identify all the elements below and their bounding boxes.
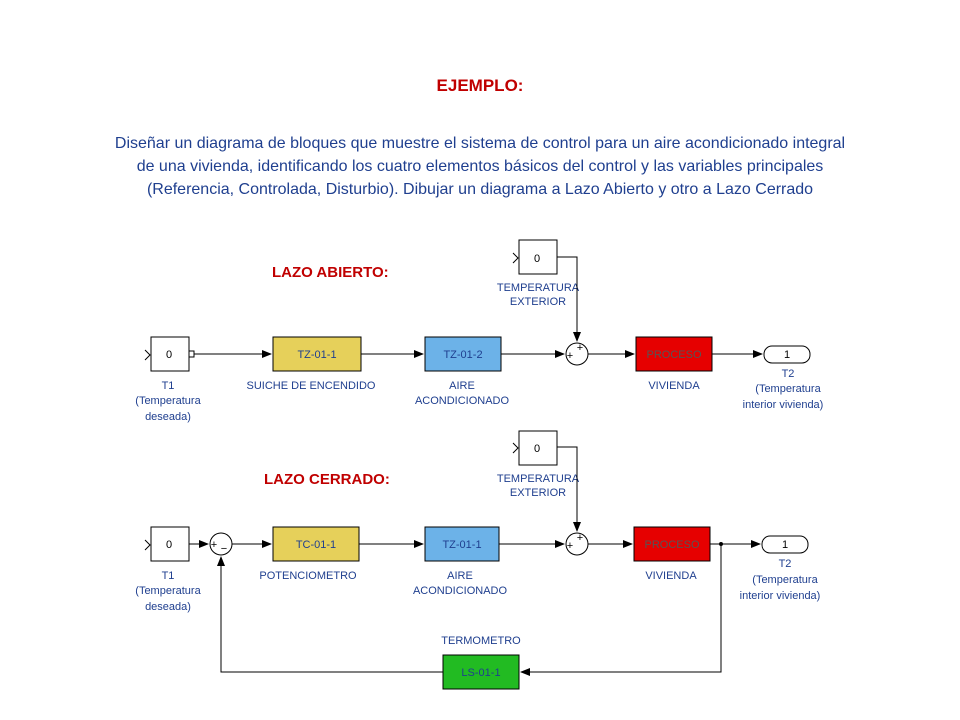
input-t1-label: deseada) bbox=[145, 411, 191, 423]
comparator-sign: + bbox=[211, 539, 217, 551]
output-t2-label: (Temperatura bbox=[752, 574, 818, 586]
output-t2-label: interior vivienda) bbox=[740, 590, 821, 602]
branch-point bbox=[719, 542, 723, 546]
input-t1-value: 0 bbox=[166, 539, 172, 551]
exterior-temperature-source[interactable]: 0 bbox=[512, 430, 558, 466]
process-tag: PROCESO bbox=[644, 539, 699, 551]
description-line: (Referencia, Controlada, Disturbio). Dib… bbox=[146, 181, 814, 198]
air-conditioner-block[interactable]: TZ-01-2 bbox=[424, 336, 502, 372]
input-t1-label: T1 bbox=[162, 380, 175, 392]
sum-junction[interactable]: + + bbox=[565, 342, 589, 366]
open-loop-heading: LAZO ABIERTO: bbox=[272, 264, 389, 281]
air-conditioner-tag: TZ-01-2 bbox=[443, 349, 482, 361]
sum-sign: + bbox=[577, 532, 583, 544]
air-conditioner-block[interactable]: TZ-01-1 bbox=[424, 526, 500, 562]
closed-loop-heading: LAZO CERRADO: bbox=[264, 471, 390, 488]
exterior-temperature-label: EXTERIOR bbox=[510, 487, 566, 499]
sum-junction[interactable]: + + bbox=[565, 532, 589, 556]
input-t1-source[interactable]: 0 bbox=[144, 526, 190, 562]
closed-loop-diagram: LAZO CERRADO: 0 TEMPERATURA EXTERIOR 0 T… bbox=[135, 430, 821, 690]
process-tag: PROCESO bbox=[646, 349, 701, 361]
comparator-sign: − bbox=[221, 543, 227, 555]
input-t1-label: (Temperatura bbox=[135, 395, 201, 407]
process-block[interactable]: PROCESO bbox=[633, 526, 711, 562]
process-block[interactable]: PROCESO bbox=[635, 336, 713, 372]
output-t2-label: interior vivienda) bbox=[743, 399, 824, 411]
open-loop-diagram: LAZO ABIERTO: 0 TEMPERATURA EXTERIOR 0 T… bbox=[135, 239, 824, 423]
exterior-temperature-source[interactable]: 0 bbox=[512, 239, 558, 275]
exterior-temperature-label: EXTERIOR bbox=[510, 296, 566, 308]
sum-sign: + bbox=[567, 350, 573, 362]
problem-description: Diseñar un diagrama de bloques que muest… bbox=[30, 132, 930, 201]
page-title: EJEMPLO: bbox=[436, 76, 524, 95]
open-loop-connections bbox=[194, 256, 763, 358]
output-t2-port[interactable]: 1 bbox=[761, 535, 809, 554]
air-conditioner-tag: TZ-01-1 bbox=[442, 539, 481, 551]
potentiometer-label: POTENCIOMETRO bbox=[259, 570, 357, 582]
input-t1-label: (Temperatura bbox=[135, 585, 201, 597]
description-line: Diseñar un diagrama de bloques que muest… bbox=[114, 135, 846, 152]
exterior-temperature-value: 0 bbox=[534, 443, 540, 455]
switch-block-label: SUICHE DE ENCENDIDO bbox=[247, 380, 376, 392]
sum-sign: + bbox=[577, 342, 583, 354]
air-conditioner-label: AIRE bbox=[449, 380, 475, 392]
air-conditioner-label: ACONDICIONADO bbox=[413, 585, 508, 597]
output-t2-label: (Temperatura bbox=[755, 383, 821, 395]
thermometer-block[interactable]: LS-01-1 bbox=[442, 654, 520, 690]
thermometer-label: TERMOMETRO bbox=[441, 635, 521, 647]
exterior-temperature-value: 0 bbox=[534, 253, 540, 265]
exterior-temperature-label: TEMPERATURA bbox=[497, 282, 580, 294]
input-t1-value: 0 bbox=[166, 349, 172, 361]
potentiometer-block[interactable]: TC-01-1 bbox=[272, 526, 360, 562]
thermometer-tag: LS-01-1 bbox=[461, 667, 500, 679]
output-t2-port[interactable]: 1 bbox=[763, 345, 811, 364]
description-line: de una vivienda, identificando los cuatr… bbox=[136, 158, 824, 175]
output-t2-value: 1 bbox=[782, 539, 788, 551]
output-t2-value: 1 bbox=[784, 349, 790, 361]
process-label: VIVIENDA bbox=[648, 380, 700, 392]
input-t1-source[interactable]: 0 bbox=[144, 336, 195, 372]
output-t2-label: T2 bbox=[782, 368, 795, 380]
output-t2-label: T2 bbox=[779, 558, 792, 570]
switch-block-tag: TZ-01-1 bbox=[297, 349, 336, 361]
input-t1-label: T1 bbox=[162, 570, 175, 582]
switch-block[interactable]: TZ-01-1 bbox=[272, 336, 362, 372]
comparator-junction[interactable]: + − bbox=[209, 532, 233, 556]
process-label: VIVIENDA bbox=[645, 570, 697, 582]
sum-sign: + bbox=[567, 540, 573, 552]
input-t1-label: deseada) bbox=[145, 601, 191, 613]
closed-loop-connections bbox=[189, 446, 761, 676]
air-conditioner-label: ACONDICIONADO bbox=[415, 395, 510, 407]
exterior-temperature-label: TEMPERATURA bbox=[497, 473, 580, 485]
air-conditioner-label: AIRE bbox=[447, 570, 473, 582]
potentiometer-tag: TC-01-1 bbox=[296, 539, 336, 551]
